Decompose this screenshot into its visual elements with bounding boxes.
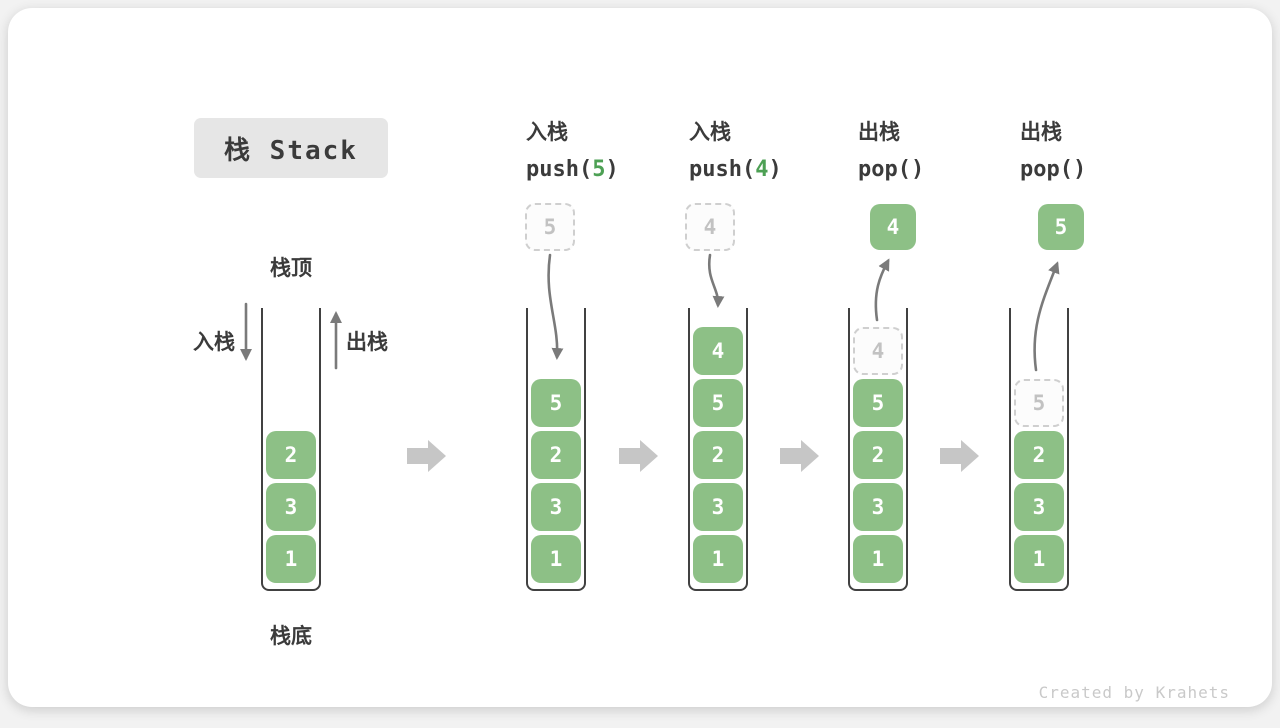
stack-container-push-5: 5 2 3 1 xyxy=(526,308,586,591)
stack-item: 1 xyxy=(853,535,903,583)
flow-arrows-layer xyxy=(240,253,1060,372)
page-title: 栈 Stack xyxy=(224,135,358,166)
step-header-pop-5: 出栈 pop() xyxy=(1020,116,1086,182)
operation-arg: 5 xyxy=(592,157,606,182)
stack-item: 1 xyxy=(1014,535,1064,583)
title-badge: 栈 Stack xyxy=(194,118,388,178)
stack-bottom-label: 栈底 xyxy=(270,624,312,648)
operation-arg: 4 xyxy=(755,157,769,182)
stack-item: 2 xyxy=(693,431,743,479)
stack-item-ghost: 4 xyxy=(853,327,903,375)
stack-item: 1 xyxy=(693,535,743,583)
operation-label: 出栈 xyxy=(858,120,900,144)
operation-code: push(4) xyxy=(689,157,782,182)
watermark: Created by Krahets xyxy=(1038,683,1230,702)
operation-code: push(5) xyxy=(526,157,619,182)
step-header-pop-4: 出栈 pop() xyxy=(858,116,924,182)
step-arrow-icon xyxy=(940,440,979,472)
push-flow-arrow-icon xyxy=(707,253,725,308)
stack-container-pop-4: 4 5 2 3 1 xyxy=(848,308,908,591)
stack-item: 2 xyxy=(1014,431,1064,479)
stack-item: 3 xyxy=(693,483,743,531)
floating-value-box-push-5: 5 xyxy=(525,203,575,251)
stack-container-push-4: 4 5 2 3 1 xyxy=(688,308,748,591)
stack-top-label: 栈顶 xyxy=(270,256,312,280)
stack-item: 2 xyxy=(531,431,581,479)
push-direction-label: 入栈 xyxy=(193,330,235,354)
operation-label: 入栈 xyxy=(689,120,731,144)
pop-direction-label: 出栈 xyxy=(346,330,388,354)
stack-item: 5 xyxy=(853,379,903,427)
stack-item-ghost: 5 xyxy=(1014,379,1064,427)
floating-value-box-pop-5: 5 xyxy=(1038,204,1084,250)
stack-item: 3 xyxy=(531,483,581,531)
stack-container-pop-5: 5 2 3 1 xyxy=(1009,308,1069,591)
operation-code: pop() xyxy=(858,157,925,182)
stack-item: 2 xyxy=(266,431,316,479)
stack-item: 1 xyxy=(531,535,581,583)
step-header-push-4: 入栈 push(4) xyxy=(689,116,782,182)
step-arrow-icon xyxy=(780,440,819,472)
stack-item: 1 xyxy=(266,535,316,583)
stack-item: 3 xyxy=(853,483,903,531)
stack-item: 2 xyxy=(853,431,903,479)
stack-item: 5 xyxy=(531,379,581,427)
floating-value-box-push-4: 4 xyxy=(685,203,735,251)
operation-label: 出栈 xyxy=(1020,120,1062,144)
step-header-push-5: 入栈 push(5) xyxy=(526,116,619,182)
stack-item: 3 xyxy=(1014,483,1064,531)
stack-item: 4 xyxy=(693,327,743,375)
stack-item: 3 xyxy=(266,483,316,531)
stack-item: 5 xyxy=(693,379,743,427)
step-arrow-icon xyxy=(407,440,446,472)
floating-value-box-pop-4: 4 xyxy=(870,204,916,250)
diagram-card: 栈 Stack 栈顶 栈底 入栈 出栈 入栈 push(5) 入栈 push(4… xyxy=(8,8,1272,707)
step-arrow-icon xyxy=(619,440,658,472)
operation-label: 入栈 xyxy=(526,120,568,144)
operation-code: pop() xyxy=(1020,157,1087,182)
stack-container-initial: 2 3 1 xyxy=(261,308,321,591)
